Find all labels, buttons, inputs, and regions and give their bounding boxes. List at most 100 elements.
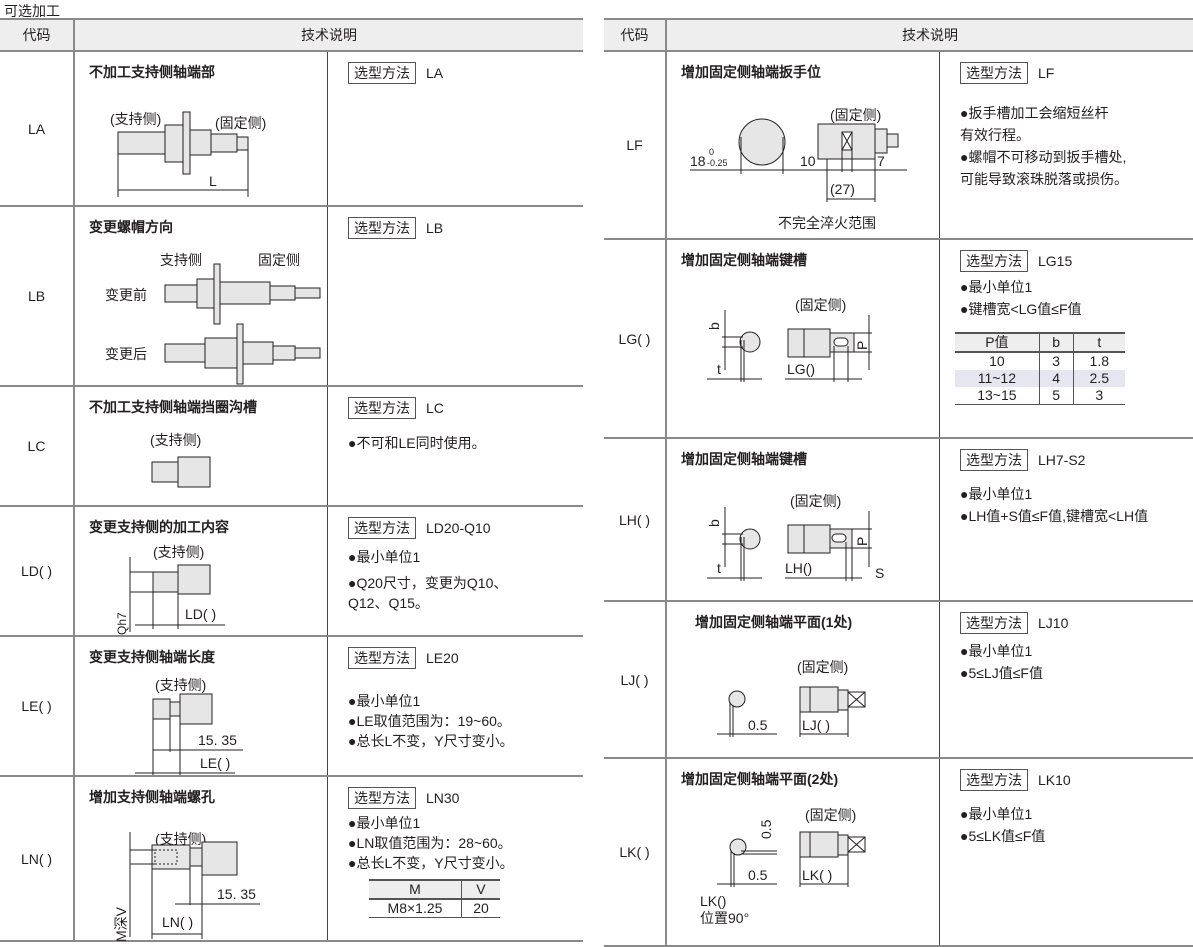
note: ●最小单位1 bbox=[960, 279, 1033, 295]
option-code: LE( ) bbox=[0, 637, 75, 775]
note: ●总长L不变，Y尺寸变小。 bbox=[348, 733, 514, 749]
method-label: 选型方法 bbox=[960, 449, 1028, 471]
label-before: 变更前 bbox=[105, 287, 147, 303]
label-b: b bbox=[706, 322, 722, 330]
table-cell: 10 bbox=[989, 353, 1005, 369]
label-lh: LH() bbox=[785, 560, 812, 576]
label-lk-position: LK() bbox=[700, 893, 726, 909]
label-after: 变更后 bbox=[105, 346, 147, 362]
label-fixed-side: (固定侧) bbox=[805, 807, 856, 823]
note: ●最小单位1 bbox=[960, 486, 1033, 502]
option-title: 增加固定侧轴端键槽 bbox=[681, 252, 807, 268]
method-code: LC bbox=[426, 400, 444, 416]
option-code: LC bbox=[0, 387, 75, 505]
label-position-90: 位置90° bbox=[700, 910, 749, 926]
method-code: LN30 bbox=[426, 790, 460, 806]
label-p: P bbox=[854, 341, 870, 350]
label-dim-7: 7 bbox=[877, 153, 885, 169]
method-label: 选型方法 bbox=[960, 250, 1028, 272]
tech-cell: 增加固定侧轴端键槽 b t (固定侧) P LG() bbox=[667, 240, 940, 437]
label-support-side: (支持侧) bbox=[110, 111, 161, 127]
option-title: 增加固定侧轴端平面(1处) bbox=[695, 614, 853, 630]
note: ●Q20尺寸，变更为Q10、 bbox=[348, 575, 508, 591]
note: ●5≤LK值≤F值 bbox=[960, 828, 1046, 844]
method-code: LA bbox=[426, 65, 444, 81]
note: ●LH值+S值≤F值,键槽宽<LH值 bbox=[960, 508, 1149, 524]
option-title: 变更螺帽方向 bbox=[89, 219, 173, 235]
shaft-end-diagram: (支持侧) 15. 35 LE( ) bbox=[135, 677, 243, 775]
label-fixed-side: (固定侧) bbox=[795, 297, 846, 313]
option-code: LK( ) bbox=[604, 759, 667, 945]
flat-diagram: 0.5 (固定侧) LJ( ) bbox=[717, 659, 866, 737]
header-desc: 技术说明 bbox=[301, 27, 357, 43]
method-label: 选型方法 bbox=[960, 769, 1028, 791]
table-cell: 5 bbox=[1038, 387, 1074, 405]
label-hardening-range: 不完全淬火范围 bbox=[778, 215, 876, 231]
label-p: P bbox=[854, 537, 870, 546]
label-support-side: (支持侧) bbox=[150, 432, 201, 448]
label-fixed-side: 固定侧 bbox=[258, 252, 300, 268]
note: ●最小单位1 bbox=[348, 815, 421, 831]
label-b: b bbox=[706, 519, 722, 527]
method-code: LB bbox=[426, 220, 444, 236]
table-header: 代码 技术说明 bbox=[0, 20, 583, 52]
tech-cell: 变更支持侧轴端长度 (支持侧) 15. 35 LE( ) bbox=[75, 637, 328, 775]
note: ●不可和LE同时使用。 bbox=[348, 435, 486, 451]
keyway-diagram: b t (固定侧) P LH() S bbox=[706, 493, 884, 581]
label-tolerance-upper: 0 bbox=[709, 147, 714, 157]
label-lg: LG() bbox=[787, 361, 815, 377]
note: 有效行程。 bbox=[960, 127, 1030, 143]
table-header: 代码 技术说明 bbox=[604, 20, 1193, 52]
option-code: LB bbox=[0, 207, 75, 385]
option-title: 增加支持侧轴端螺孔 bbox=[89, 789, 215, 805]
option-title: 变更支持侧的加工内容 bbox=[89, 519, 229, 535]
option-code: LF bbox=[604, 52, 667, 238]
label-support-side: (支持侧) bbox=[155, 677, 206, 693]
keyway-diagram: b t (固定侧) P LG() bbox=[706, 297, 872, 382]
label-support-side: (支持侧) bbox=[153, 544, 204, 560]
table-cell: 13~15 bbox=[955, 387, 1040, 405]
label-thread-depth: M深V bbox=[113, 906, 129, 942]
header-desc: 技术说明 bbox=[902, 27, 958, 43]
label-tolerance-lower: -0.25 bbox=[707, 158, 728, 168]
table-row: LJ( ) 增加固定侧轴端平面(1处) 0.5 (固定侧) LJ( ) 选型方法… bbox=[604, 602, 1193, 759]
option-title: 不加工支持侧轴端部 bbox=[89, 64, 215, 80]
method-code: LK10 bbox=[1038, 772, 1071, 788]
note: ●LE取值范围为：19~60。 bbox=[348, 713, 511, 729]
label-diameter: 18 bbox=[690, 153, 706, 169]
label-fixed-side: (固定侧) bbox=[830, 107, 881, 123]
method-code: LH7-S2 bbox=[1038, 452, 1086, 468]
shaft-diagram: (支持侧) (固定侧) L bbox=[110, 111, 266, 197]
option-code: LN( ) bbox=[0, 777, 75, 940]
header-code: 代码 bbox=[0, 20, 75, 50]
option-code: LJ( ) bbox=[604, 602, 667, 757]
note: ●最小单位1 bbox=[960, 806, 1033, 822]
label-fixed-side: (固定侧) bbox=[797, 659, 848, 675]
label-dimension: 15. 35 bbox=[217, 886, 256, 902]
label-support-side: 支持侧 bbox=[160, 252, 202, 268]
label-dimension: 15. 35 bbox=[198, 732, 237, 748]
table-cell: M8×1.25 bbox=[369, 899, 462, 918]
note: ●最小单位1 bbox=[348, 693, 421, 709]
note: ●最小单位1 bbox=[960, 643, 1033, 659]
method-code: LJ10 bbox=[1038, 615, 1069, 631]
wrench-flat-diagram: 18 0 -0.25 (固定侧) 10 7 (27) 不完全淬火范围 bbox=[690, 107, 907, 231]
tech-cell: 不加工支持侧轴端挡圈沟槽 (支持侧) bbox=[75, 387, 328, 505]
spec-cell: 选型方法 LH7-S2 ●最小单位1 ●LH值+S值≤F值,键槽宽<LH值 bbox=[940, 439, 1193, 600]
col-header: V bbox=[460, 879, 500, 900]
option-code: LG( ) bbox=[604, 240, 667, 437]
label-s: S bbox=[875, 565, 884, 581]
